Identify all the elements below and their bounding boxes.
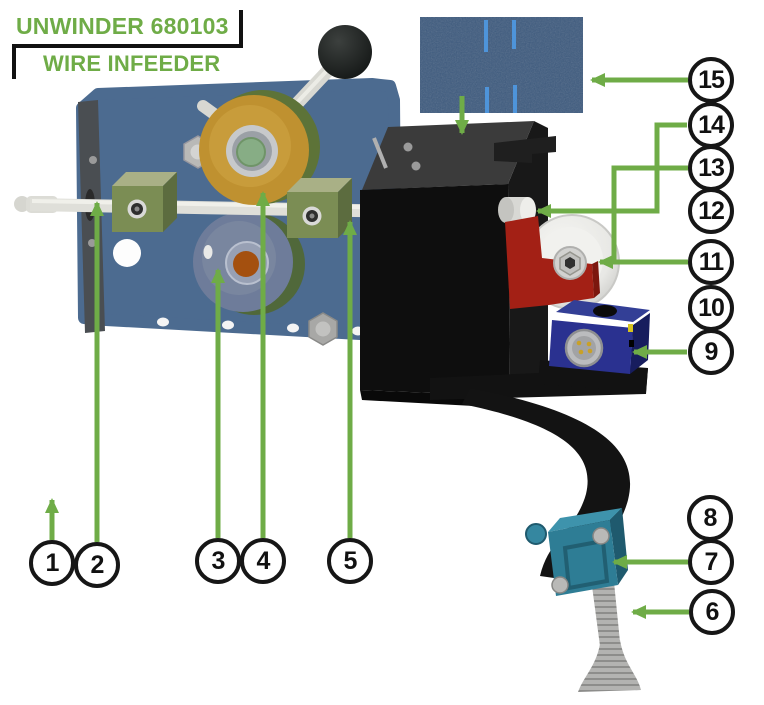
- callout-11: 11: [688, 239, 734, 285]
- guide-block-right: [287, 178, 352, 238]
- proximity-sensor: [538, 300, 650, 392]
- callout-line-13: [611, 165, 688, 260]
- roller-core: [233, 251, 259, 277]
- callout-14: 14: [688, 102, 734, 148]
- callout-9: 9: [688, 329, 734, 375]
- wire-texture-photo: [420, 17, 583, 113]
- callout-4: 4: [240, 538, 286, 584]
- callout-6: 6: [689, 589, 735, 635]
- housing-tab: [494, 136, 556, 163]
- callout-7: 7: [688, 539, 734, 585]
- mounting-bolt: [498, 197, 536, 223]
- upper-roller: [199, 90, 320, 205]
- callout-8: 8: [687, 495, 733, 541]
- lever-knob: [318, 25, 372, 79]
- gearbox-housing: [360, 121, 556, 408]
- pulley-hex-bolt: [553, 246, 587, 280]
- title-block: UNWINDER 680103 WIRE INFEEDER: [12, 10, 243, 79]
- callout-2: 2: [74, 542, 120, 588]
- callout-1: 1: [29, 540, 75, 586]
- roller-knob: [236, 137, 266, 167]
- callout-3: 3: [195, 538, 241, 584]
- guide-block-left: [112, 172, 177, 232]
- callout-12: 12: [688, 188, 734, 234]
- title-wire-infeeder: WIRE INFEEDER: [12, 48, 243, 79]
- callout-15: 15: [688, 57, 734, 103]
- callout-13: 13: [688, 145, 734, 191]
- corrugated-guide-tube: [578, 582, 641, 692]
- wire-sensor: [525, 508, 628, 596]
- callout-lines: [45, 73, 689, 619]
- callout-10: 10: [688, 285, 734, 331]
- plate-hole: [113, 239, 141, 267]
- sensor-led: [628, 324, 633, 332]
- sensor-connector: [564, 328, 604, 368]
- hex-nut: [308, 312, 338, 346]
- title-unwinder: UNWINDER 680103: [12, 10, 243, 48]
- callout-5: 5: [327, 538, 373, 584]
- red-bracket: [505, 216, 600, 309]
